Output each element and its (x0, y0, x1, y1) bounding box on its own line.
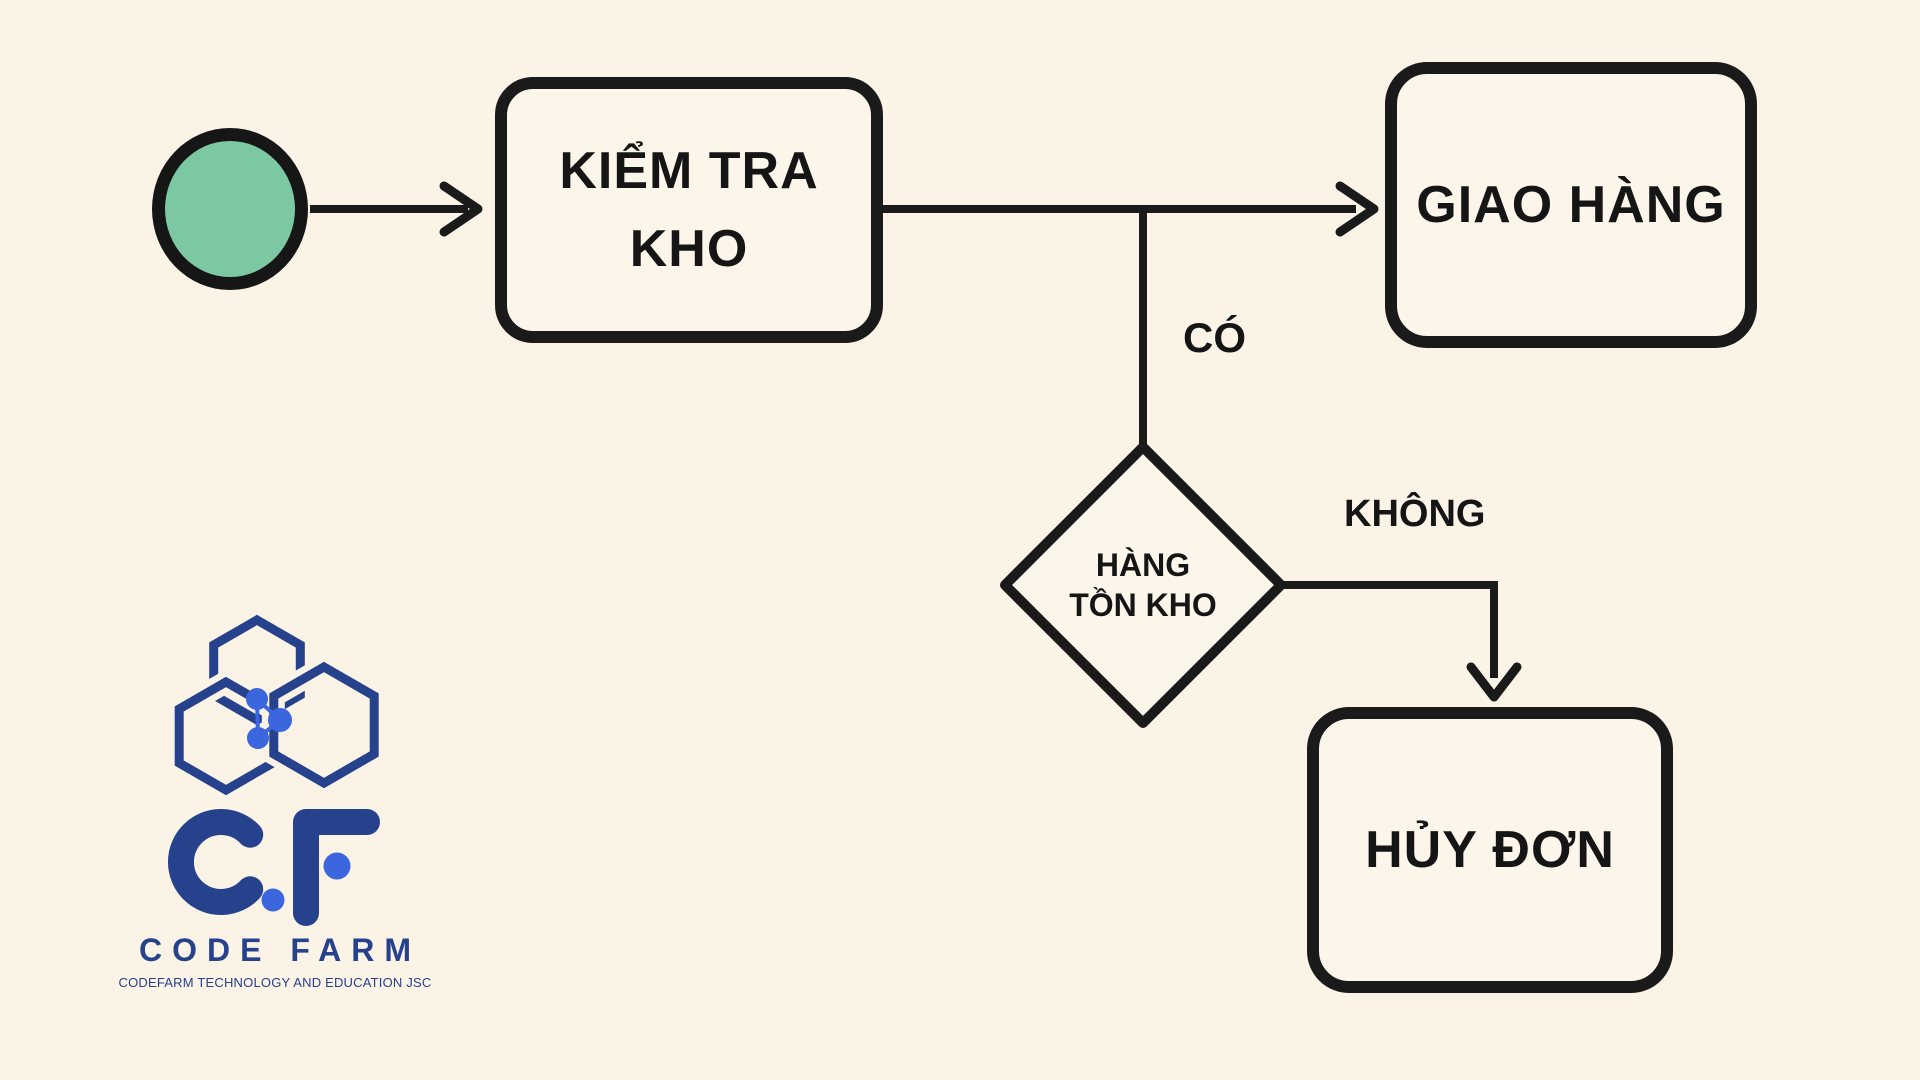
molecule-dots-icon (246, 688, 292, 749)
arrowhead-icon (439, 181, 483, 237)
start-node (152, 128, 308, 290)
edge-label-yes: CÓ (1183, 314, 1246, 361)
process-deliver: GIAO HÀNG (1385, 62, 1757, 348)
decision-diamond (1000, 442, 1286, 728)
process-check-stock: KIỂM TRA KHO (495, 77, 883, 343)
codefarm-logo-mark (168, 614, 386, 926)
process-cancel-order: HỦY ĐƠN (1307, 707, 1673, 993)
process-cancel-order-label: HỦY ĐƠN (1365, 821, 1615, 879)
edge-decision-to-cancel (1284, 581, 1522, 702)
edge-start-to-check (310, 181, 483, 237)
arrowhead-icon (1466, 662, 1522, 702)
edge-check-to-deliver (883, 181, 1379, 237)
logo-company-name: CODE FARM (139, 932, 421, 968)
decision-stock-label-wrap: HÀNG TỒN KHO (1023, 523, 1263, 647)
process-deliver-label: GIAO HÀNG (1416, 176, 1726, 234)
edge-label-no: KHÔNG (1344, 493, 1486, 535)
decision-stock-label: HÀNG TỒN KHO (1069, 547, 1217, 623)
logo-tagline: CODEFARM TECHNOLOGY AND EDUCATION JSC (118, 975, 432, 990)
arrowhead-icon (1335, 181, 1379, 237)
logo-monogram (168, 809, 380, 926)
hexagon-cluster-icon (168, 614, 386, 803)
codefarm-logo: CODE FARM CODEFARM TECHNOLOGY AND EDUCAT… (119, 608, 431, 990)
process-check-stock-label: KIỂM TRA KHO (559, 142, 819, 278)
